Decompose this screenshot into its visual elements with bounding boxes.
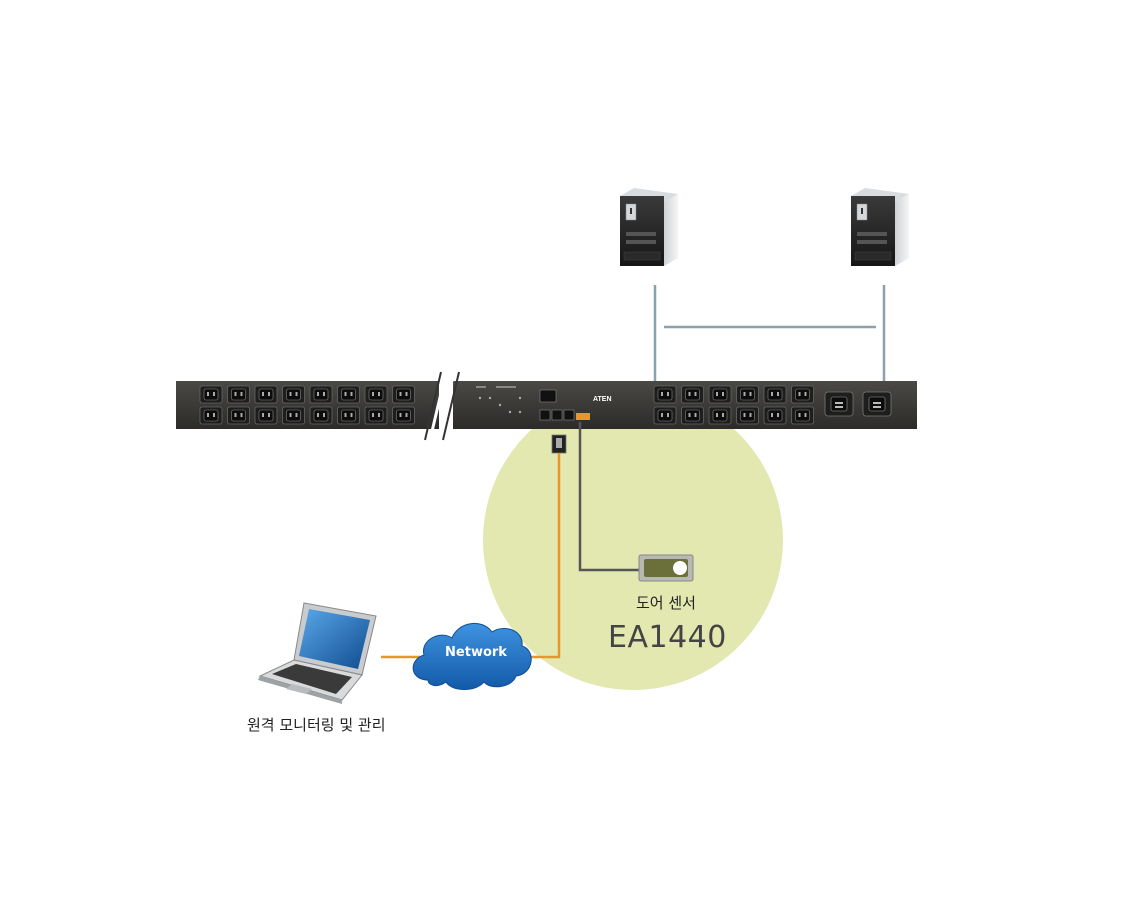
outlet-icon (791, 385, 814, 404)
remote-monitoring-label: 원격 모니터링 및 관리 (247, 716, 386, 734)
outlet-icon (227, 406, 250, 425)
outlet-icon (736, 385, 759, 404)
outlet-icon (254, 385, 278, 404)
outlet-icon (337, 406, 360, 425)
outlet-icon (309, 406, 333, 425)
outlet-icon (254, 406, 278, 425)
outlet-icon (653, 385, 677, 404)
sensor-cable (578, 422, 640, 572)
outlet-icon (309, 385, 333, 404)
outlet-icon (708, 385, 732, 404)
power-cables (653, 285, 886, 384)
outlet-icon (736, 406, 759, 425)
outlet-icon (282, 406, 305, 425)
network-label: Network (445, 645, 507, 660)
outlet-icon (708, 406, 732, 425)
outlet-icon (364, 385, 388, 404)
outlet-icon (653, 406, 677, 425)
outlet-icon (199, 385, 223, 404)
outlet-icon (681, 406, 704, 425)
model-label: EA1440 (608, 620, 727, 655)
server-icon (850, 187, 910, 267)
outlet-icon (392, 406, 415, 425)
outlet-icon (199, 406, 223, 425)
outlet-icon (364, 406, 388, 425)
cloud-icon (412, 623, 532, 690)
outlet-icon (763, 385, 787, 404)
laptop-icon (258, 602, 377, 704)
outlet-icon (337, 385, 360, 404)
outlet-icon (282, 385, 305, 404)
outlet-icon (763, 406, 787, 425)
door-sensor-label: 도어 센서 (636, 594, 696, 612)
pdu-icon: ATEN (176, 371, 917, 441)
server-icon (619, 187, 679, 267)
outlet-icon (227, 385, 250, 404)
outlet-icon (791, 406, 814, 425)
door-sensor-icon (638, 554, 694, 582)
outlet-icon (392, 385, 415, 404)
outlet-icon (681, 385, 704, 404)
svg-text:ATEN: ATEN (593, 396, 612, 403)
network-cable (381, 434, 567, 659)
